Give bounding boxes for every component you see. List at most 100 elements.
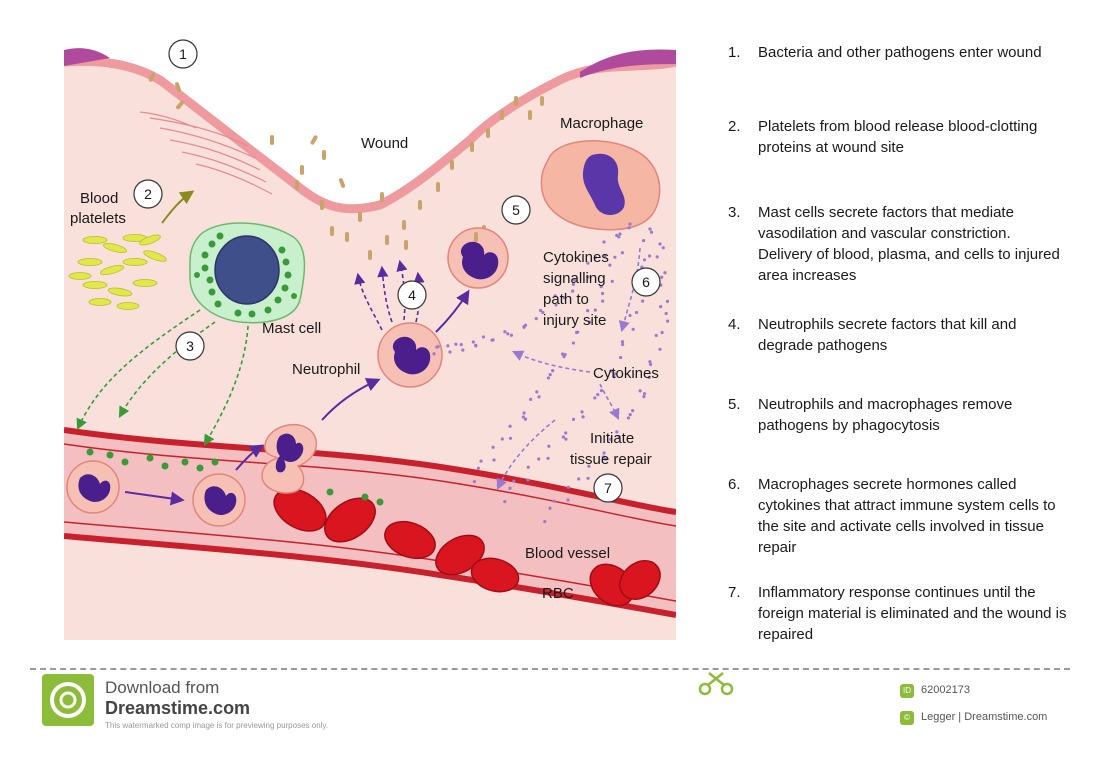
cytokine-dot	[666, 319, 670, 323]
cytokine-dot	[535, 390, 539, 394]
cytokine-dot	[508, 424, 512, 428]
skin-edge	[64, 56, 676, 214]
label-cytokines-path-line4: injury site	[543, 312, 606, 329]
cytokine-dot	[647, 254, 652, 258]
label-tissue-repair-line1: Initiate	[590, 430, 634, 447]
cytokine-dot	[534, 317, 538, 321]
label-wound: Wound	[361, 135, 408, 152]
cytokine-dot	[435, 345, 439, 349]
cytokine-dot	[660, 330, 664, 335]
step-marker-4: 4	[397, 280, 427, 310]
cytokine-dot	[479, 459, 483, 463]
cytokine-dot	[560, 352, 565, 356]
step-item-3: 3. Mast cells secrete factors that media…	[728, 202, 1068, 286]
mast-cell-granules-vessel	[86, 448, 384, 506]
cytokine-dot	[454, 342, 458, 346]
cytokine-dot	[648, 362, 653, 367]
cytokine-dot	[508, 436, 513, 440]
cytokine-dot	[648, 227, 652, 231]
label-blood-platelets-line1: Blood	[80, 190, 118, 207]
cytokine-dot	[503, 499, 507, 504]
step-marker-3: 3	[175, 331, 205, 361]
cytokine-dot	[634, 310, 639, 315]
step-marker-2: 2	[133, 179, 163, 209]
cytokine-dot	[481, 335, 486, 339]
cytokine-dot	[603, 253, 607, 258]
author-credit: Legger | Dreamstime.com	[921, 711, 1048, 723]
cytokine-dot	[631, 327, 635, 331]
step-text: Bacteria and other pathogens enter wound	[758, 44, 1042, 61]
cytokine-dot	[546, 456, 550, 460]
brand-name: Dreamstime.com	[105, 698, 251, 718]
cytokine-dot	[664, 311, 668, 316]
cytokine-dot	[471, 340, 475, 344]
step-item-5: 5. Neutrophils and macrophages remove pa…	[728, 394, 1068, 436]
cytokine-dot	[620, 340, 625, 344]
cytokine-dot	[642, 395, 646, 399]
cytokine-dot	[526, 478, 530, 482]
cytokine-dot	[523, 417, 528, 421]
cytokine-dot	[571, 417, 576, 421]
cytokine-dot	[609, 437, 613, 441]
svg-text:7: 7	[604, 480, 612, 496]
cytokine-dot	[610, 279, 614, 283]
cytokine-dot	[599, 389, 604, 393]
step-text: Inflammatory response continues until th…	[758, 584, 1067, 643]
epidermis-left	[64, 48, 110, 66]
cytokine-dot	[658, 242, 662, 246]
cytokine-dot	[648, 360, 652, 364]
step-item-6: 6. Macrophages secrete hormones called c…	[728, 474, 1068, 558]
step-item-1: 1. Bacteria and other pathogens enter wo…	[728, 42, 1068, 63]
step-number: 6.	[728, 476, 741, 493]
cytokine-dot	[562, 355, 566, 359]
step-marker-6: 6	[631, 267, 661, 297]
cytokine-dot	[571, 341, 576, 345]
cytokine-dot	[538, 308, 543, 313]
epidermis-right	[580, 49, 676, 78]
cytokine-dot	[564, 437, 568, 441]
cytokine-dot	[521, 415, 525, 419]
cytokine-dot	[658, 347, 662, 351]
cytokine-dot	[553, 294, 557, 298]
cytokine-dot	[631, 409, 635, 413]
mast-cell-arrows	[76, 309, 249, 446]
cytokine-dot	[491, 338, 495, 342]
cytokine-dot	[586, 275, 590, 279]
cytokine-dot	[577, 477, 581, 481]
cytokine-dot	[626, 416, 631, 420]
cytokine-dot	[642, 392, 647, 396]
step-number: 4.	[728, 316, 741, 333]
cytokine-dot	[554, 303, 558, 307]
cytokine-dot	[586, 476, 590, 480]
cytokine-dot	[446, 344, 450, 348]
neutrophil-migrating	[261, 423, 318, 494]
label-macrophage: Macrophage	[560, 115, 643, 132]
step-item-2: 2. Platelets from blood release blood-cl…	[728, 116, 1068, 158]
label-cytokines: Cytokines	[593, 365, 659, 382]
label-neutrophil: Neutrophil	[292, 361, 360, 378]
cytokine-dot	[566, 485, 570, 489]
cytokine-dot	[526, 465, 530, 469]
cytokine-dot	[600, 291, 605, 296]
blood-platelets	[68, 234, 167, 310]
dreamstime-logo-icon	[42, 674, 94, 726]
cytokine-dot	[641, 299, 645, 303]
cytokine-dot	[472, 479, 476, 484]
footer-divider	[30, 668, 1070, 670]
cytokine-dot	[492, 458, 496, 462]
label-rbc: RBC	[542, 585, 574, 602]
svg-text:6: 6	[642, 274, 650, 290]
label-mast-cell: Mast cell	[262, 320, 321, 337]
mast-cell	[189, 222, 306, 324]
cytokine-dot	[659, 305, 663, 309]
cytokine-dot	[522, 411, 526, 415]
cytokine-dot	[642, 258, 647, 262]
cytokine-dot	[593, 255, 597, 260]
step-number: 7.	[728, 584, 741, 601]
cytokine-dot	[593, 396, 597, 400]
cytokine-dot	[546, 376, 551, 380]
step-item-4: 4. Neutrophils secrete factors that kill…	[728, 314, 1068, 356]
cytokine-dot	[649, 230, 654, 234]
cytokine-dot	[551, 369, 555, 373]
step-text: Macrophages secrete hormones called cyto…	[758, 476, 1056, 556]
